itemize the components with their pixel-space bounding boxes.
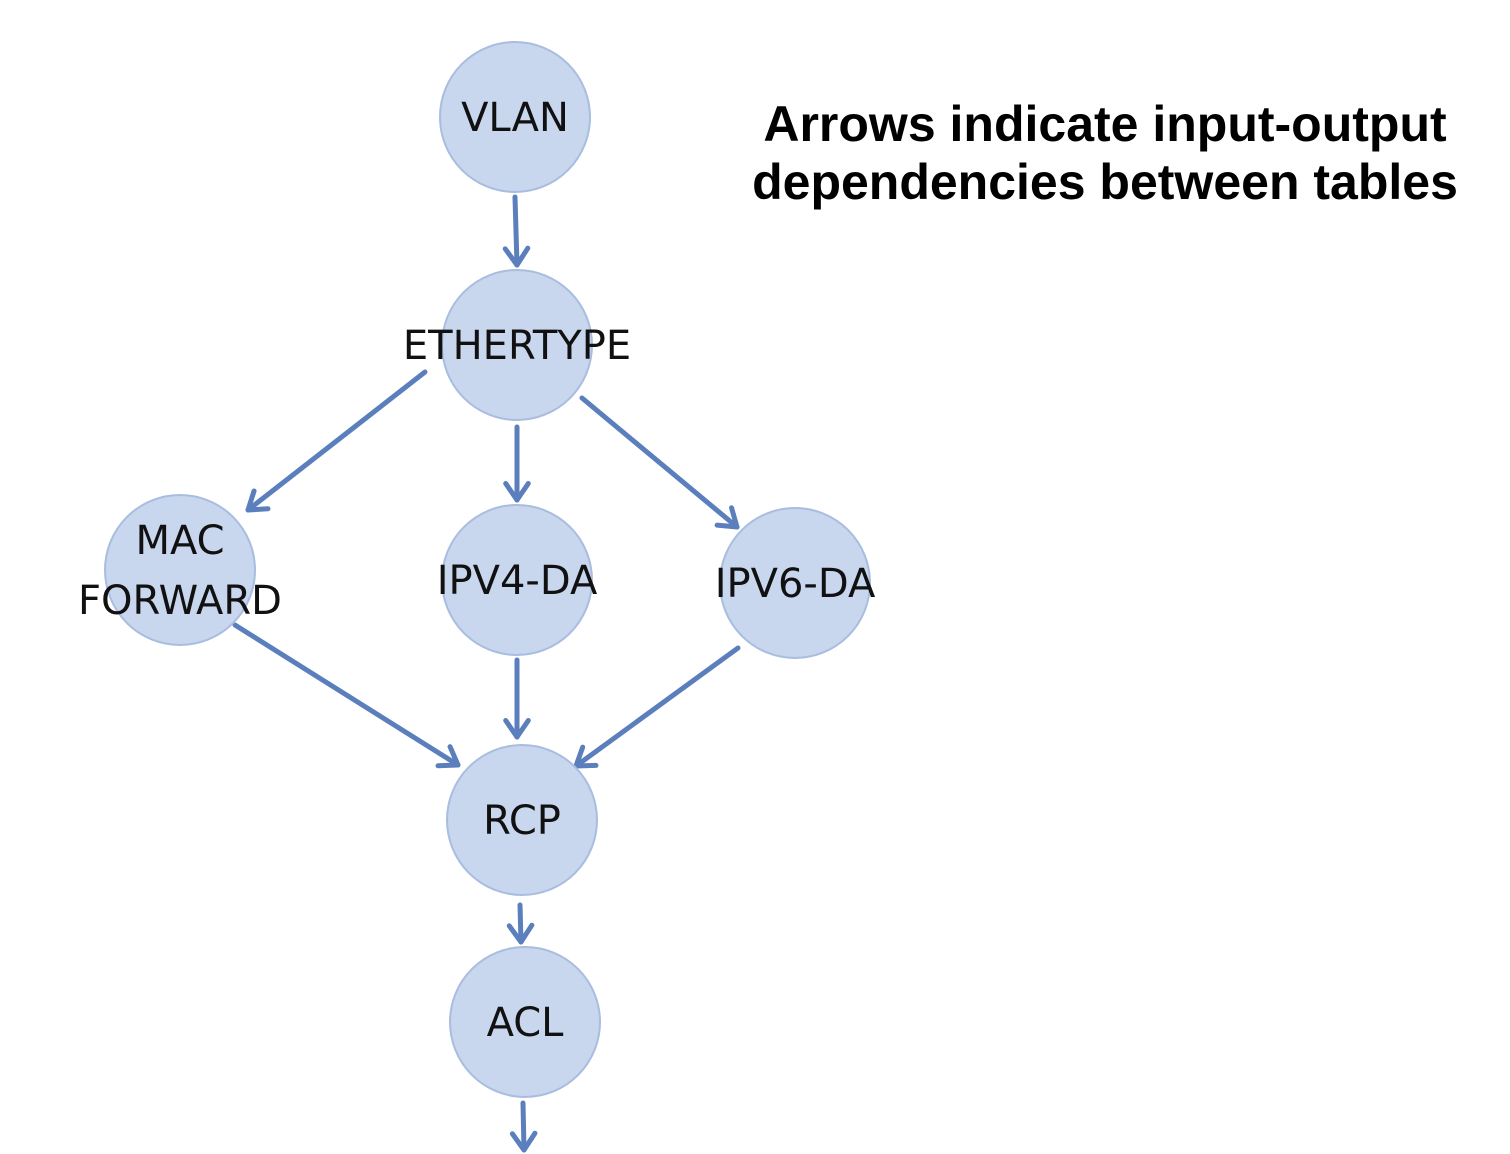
node-rcp-label-1: RCP (483, 798, 561, 844)
node-ethertype: ETHERTYPE (403, 269, 631, 421)
edge-rcp-to-acl-arrowhead (506, 922, 535, 945)
node-mac-forward: MAC FORWARD (78, 494, 282, 646)
node-rcp-circle (446, 744, 598, 896)
edge-acl-to-next (509, 1100, 538, 1153)
node-vlan: VLAN (439, 41, 591, 193)
node-ipv4-da-label-1: IPV4-DA (437, 558, 598, 604)
edge-mac-forward-to-rcp (232, 622, 461, 769)
node-vlan-circle (439, 41, 591, 193)
node-ethertype-circle (441, 269, 593, 421)
edge-vlan-to-ethertype (502, 194, 531, 268)
edge-ethertype-to-ipv6-da-line (579, 395, 740, 530)
edge-ethertype-to-ipv4-da-arrowhead (503, 480, 531, 503)
edge-ethertype-to-ipv6-da-arrowhead (714, 505, 740, 530)
diagram-caption: Arrows indicate input-output dependencie… (700, 95, 1510, 211)
node-vlan-label-1: VLAN (461, 95, 569, 141)
edge-rcp-to-acl-line (517, 902, 524, 945)
node-mac-forward-label-2: FORWARD (78, 578, 282, 624)
edge-vlan-to-ethertype-line (512, 194, 520, 268)
node-ipv6-da: IPV6-DA (715, 507, 876, 659)
node-rcp: RCP (446, 744, 598, 896)
edge-acl-to-next-arrowhead (509, 1130, 538, 1153)
edge-ipv6-da-to-rcp (573, 645, 741, 769)
node-ipv4-da: IPV4-DA (437, 504, 598, 656)
node-acl-label-1: ACL (487, 1000, 565, 1046)
edge-ethertype-to-mac-forward-line (245, 369, 428, 513)
edge-ipv4-da-to-rcp (503, 657, 531, 740)
edge-vlan-to-ethertype-arrowhead (502, 245, 531, 268)
edge-ipv6-da-to-rcp-line (573, 645, 741, 769)
nodes-layer: VLAN ETHERTYPE MAC FORWARD IPV4-DA IPV6-DA RCP… (78, 41, 876, 1098)
node-ethertype-label-1: ETHERTYPE (403, 323, 631, 369)
node-mac-forward-label-1: MAC (135, 518, 224, 564)
caption-line-1: Arrows indicate input-output (763, 96, 1447, 152)
node-mac-forward-circle (104, 494, 256, 646)
edge-acl-to-next-line (520, 1100, 527, 1153)
edge-ethertype-to-mac-forward-arrowhead (245, 488, 271, 513)
edge-mac-forward-to-rcp-line (232, 622, 461, 768)
node-acl-circle (449, 946, 601, 1098)
edge-ethertype-to-ipv4-da (503, 424, 531, 503)
edges-layer (232, 194, 741, 1153)
edge-rcp-to-acl (506, 902, 535, 945)
node-acl: ACL (449, 946, 601, 1098)
caption-line-2: dependencies between tables (752, 154, 1458, 210)
edge-mac-forward-to-rcp-arrowhead (435, 744, 461, 769)
edge-ipv4-da-to-rcp-arrowhead (503, 717, 531, 740)
node-ipv6-da-circle (719, 507, 871, 659)
edge-ethertype-to-mac-forward (245, 369, 428, 513)
edge-ethertype-to-ipv6-da (579, 395, 740, 530)
node-ipv4-da-circle (441, 504, 593, 656)
edge-ipv6-da-to-rcp-arrowhead (573, 744, 599, 769)
node-ipv6-da-label-1: IPV6-DA (715, 561, 876, 607)
